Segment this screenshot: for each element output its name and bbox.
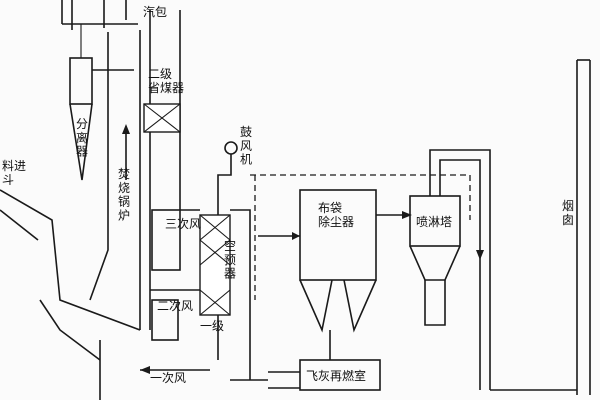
furnace-flow-arrow xyxy=(122,124,130,134)
bag_filter-line-0: 布袋 xyxy=(318,201,342,215)
incinerator-line-1: 烧 xyxy=(118,181,130,195)
fly_ash_chamber-line-0: 飞灰再燃室 xyxy=(306,368,366,383)
primary-air-arrow xyxy=(140,366,150,374)
air_preheater-line-0: 空 xyxy=(224,239,236,253)
secondary_air-line-0: 二次风 xyxy=(157,299,193,313)
bag_filter-line-1: 除尘器 xyxy=(318,214,354,229)
boiler-structure xyxy=(0,0,210,400)
label-first-stage: 一级 xyxy=(200,319,224,333)
recirculation-dashed-line xyxy=(250,174,471,220)
label-incinerator: 焚烧锅炉 xyxy=(118,167,130,222)
tertiary_air-line-0: 三次风 xyxy=(165,217,201,231)
label-secondary-air: 二次风 xyxy=(157,299,193,313)
label-economizer-2: 二级省煤器 xyxy=(148,67,184,95)
labels: 汽包 二级省煤器 分离器 焚烧锅炉 料进斗 鼓风机 空预器 三次风 二次风 一次… xyxy=(2,4,574,385)
label-air-preheater: 空预器 xyxy=(224,239,236,281)
fly-ash-chamber-box xyxy=(299,359,381,391)
flue-arrow-1 xyxy=(292,232,300,240)
spray-tower-body xyxy=(409,195,461,247)
feed_hopper-line-0: 料进 xyxy=(2,159,26,173)
spray_tower-line-0: 喷淋塔 xyxy=(416,215,452,229)
chimney-line-0: 烟 xyxy=(562,199,574,213)
hopper-chute xyxy=(0,209,39,241)
label-bag-filter: 布袋除尘器 xyxy=(318,201,354,229)
separator-cone xyxy=(69,103,93,181)
label-blower: 鼓风机 xyxy=(240,125,252,167)
hopper-outline xyxy=(0,189,141,331)
tower-to-chimney-duct-inner xyxy=(439,159,481,390)
air_preheater-line-2: 器 xyxy=(224,267,236,281)
label-tertiary-air: 三次风 xyxy=(165,217,201,231)
label-spray-tower: 喷淋塔 xyxy=(416,215,452,229)
separator-line-0: 分 xyxy=(76,117,88,131)
first_stage-line-0: 一级 xyxy=(200,319,224,333)
bag-filter-body xyxy=(299,189,377,281)
economizer_2-line-0: 二级 xyxy=(148,67,172,81)
ash-outlet xyxy=(39,299,101,361)
label-primary-air: 一次风 xyxy=(150,371,186,385)
spray-tower-cone xyxy=(409,245,461,281)
label-fly-ash-chamber: 飞灰再燃室 xyxy=(306,368,366,383)
label-steam-drum: 汽包 xyxy=(143,4,167,19)
label-chimney: 烟囱 xyxy=(562,199,574,227)
separator-body xyxy=(69,57,93,105)
chimney-unit xyxy=(490,59,591,395)
blower-line-2: 机 xyxy=(240,153,252,167)
spray-tower-outlet xyxy=(424,280,446,326)
label-feed-hopper: 料进斗 xyxy=(2,159,26,187)
tertiary-air-duct xyxy=(151,209,181,271)
air-preheater-body xyxy=(199,214,231,316)
incinerator-line-3: 炉 xyxy=(118,208,130,222)
tower-to-chimney-duct xyxy=(429,149,491,390)
secondary-air-duct xyxy=(151,299,179,341)
furnace-left-wall xyxy=(89,32,109,301)
air-system xyxy=(180,141,268,381)
label-separator: 分离器 xyxy=(76,117,88,159)
flue-arrow-2 xyxy=(402,211,412,219)
incinerator-line-0: 焚 xyxy=(118,167,130,181)
bag-filter-unit xyxy=(258,189,412,360)
bag-filter-hopper-right xyxy=(343,279,377,333)
chimney-line-1: 囱 xyxy=(562,213,574,227)
blower-icon xyxy=(224,141,238,155)
economizer-cross xyxy=(143,103,181,133)
spray-tower-unit xyxy=(409,149,491,390)
separator-line-1: 离 xyxy=(76,130,88,145)
fly-ash-chamber-unit xyxy=(268,359,381,391)
incinerator-line-2: 锅 xyxy=(118,194,130,209)
preheater-return-pipe xyxy=(230,209,251,380)
air_preheater-line-1: 预 xyxy=(224,253,236,267)
separator-line-2: 器 xyxy=(76,145,88,159)
preheater-cross-hatch xyxy=(199,214,231,316)
blower-line-0: 鼓 xyxy=(240,125,252,139)
steam_drum-line-0: 汽包 xyxy=(143,4,167,19)
feed_hopper-line-1: 斗 xyxy=(2,173,14,187)
blower-line-1: 风 xyxy=(240,139,252,153)
flue-arrow-3 xyxy=(476,250,484,260)
economizer_2-line-1: 省煤器 xyxy=(148,81,184,95)
bag-filter-hopper-left xyxy=(299,279,333,333)
primary_air-line-0: 一次风 xyxy=(150,371,186,385)
